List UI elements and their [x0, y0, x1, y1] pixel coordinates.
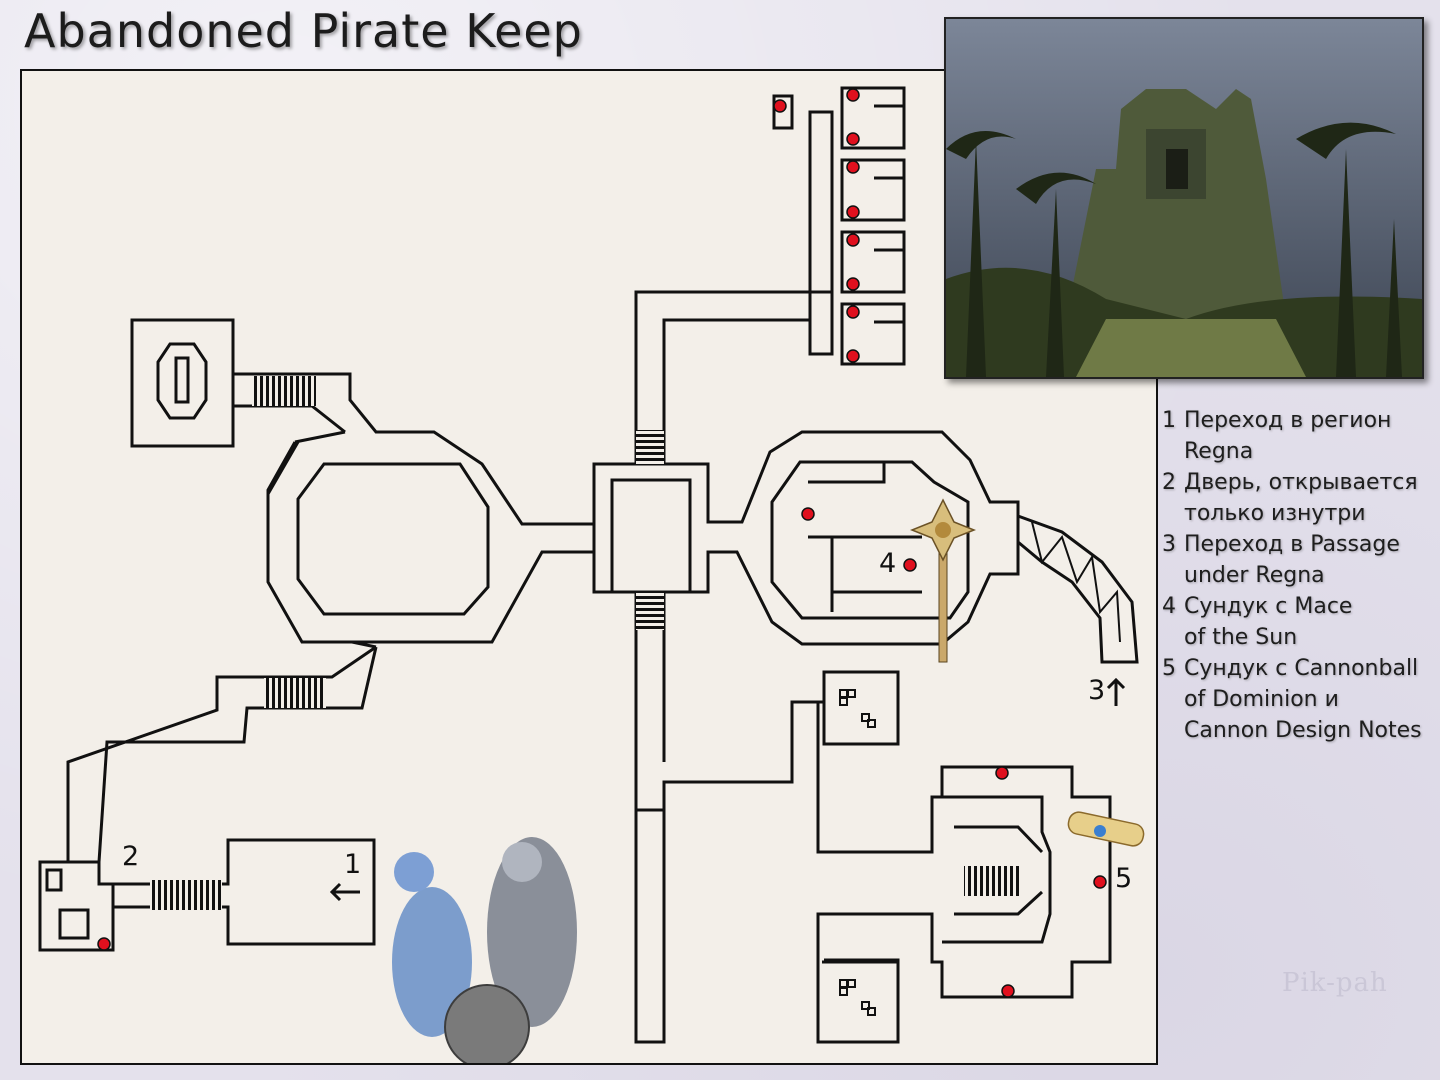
- watermark: Pik-pah: [1282, 968, 1388, 998]
- stairs-icon: [264, 678, 326, 708]
- dungeon-map: 1 2 3 4 5: [20, 69, 1158, 1065]
- arrow-up-icon: [1106, 677, 1126, 706]
- legend-item: 5 Сундук с Cannonball of Dominion и Cann…: [1162, 653, 1437, 746]
- legend-item-text: Дверь, открывается только изнутри: [1184, 470, 1418, 526]
- marker-5: 5: [1115, 863, 1133, 894]
- stairs-icon: [636, 430, 664, 464]
- legend-item-number: 4: [1162, 594, 1176, 619]
- stairs-icon: [636, 592, 664, 630]
- marker-2: 2: [122, 841, 140, 872]
- map-legend: 1 Переход в регион Regna 2 Дверь, открыв…: [1162, 405, 1437, 746]
- legend-item: 3 Переход в Passage under Regna: [1162, 529, 1437, 591]
- map-title: Abandoned Pirate Keep: [24, 4, 583, 58]
- legend-item: 1 Переход в регион Regna: [1162, 405, 1437, 467]
- scroll-icon: [1067, 811, 1145, 847]
- legend-item-text: Переход в регион Regna: [1184, 408, 1392, 464]
- marker-1: 1: [344, 849, 362, 880]
- characters-illustration: [392, 837, 577, 1063]
- legend-item-number: 3: [1162, 532, 1176, 557]
- altar-room: [130, 318, 235, 448]
- stairs-icon: [252, 376, 316, 406]
- legend-item-text: Сундук с Cannonball of Dominion и Cannon…: [1184, 656, 1422, 743]
- marker-3: 3: [1088, 675, 1106, 706]
- mace-icon: [909, 498, 977, 663]
- legend-item-text: Переход в Passage under Regna: [1184, 532, 1400, 588]
- keep-screenshot: [944, 17, 1424, 379]
- legend-item: 2 Дверь, открывается только изнутри: [1162, 467, 1437, 529]
- arrow-left-icon: [329, 882, 360, 902]
- chest-marker-icon: [97, 88, 1107, 998]
- legend-item-number: 2: [1162, 470, 1176, 495]
- altar-icon: [156, 342, 208, 420]
- legend-item-text: Сундук с Mace of the Sun: [1184, 594, 1353, 650]
- legend-item-number: 1: [1162, 408, 1176, 433]
- stairs-icon: [964, 866, 1022, 896]
- stairs-icon: [150, 880, 222, 910]
- legend-item: 4 Сундук с Mace of the Sun: [1162, 591, 1437, 653]
- legend-item-number: 5: [1162, 656, 1176, 681]
- marker-4: 4: [879, 548, 897, 579]
